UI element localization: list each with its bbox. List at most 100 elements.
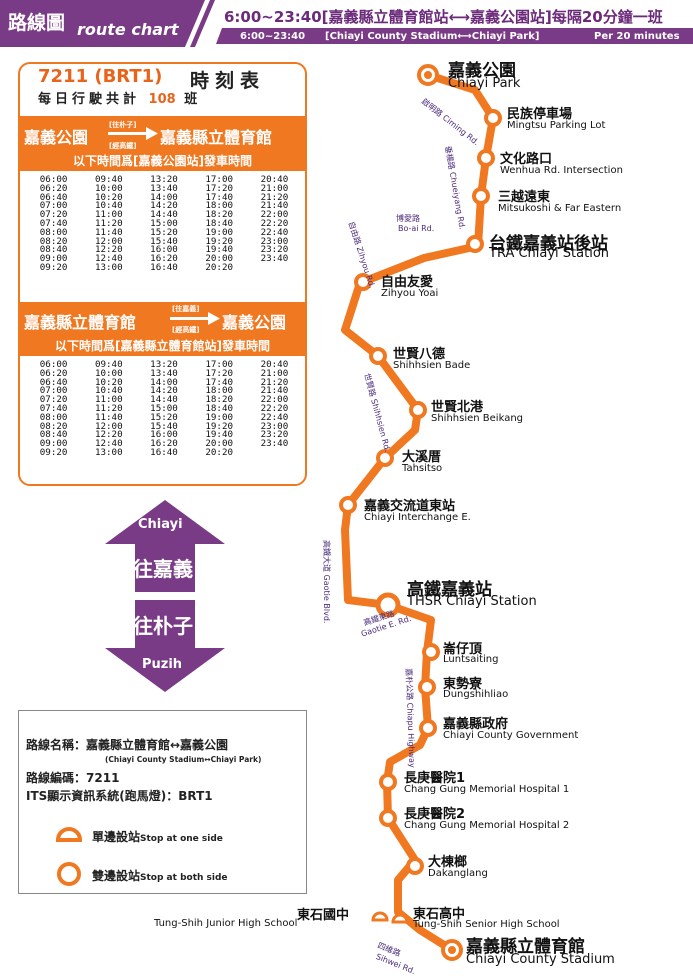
departure-time: 12:20 bbox=[94, 429, 123, 441]
departure-time: 11:00 bbox=[94, 209, 123, 221]
stop-marker bbox=[472, 187, 490, 205]
stop-label-zh: 世賢北港 bbox=[431, 400, 484, 415]
stop-label-en: Shihhsien Bade bbox=[393, 360, 471, 371]
road-label: 博愛路 bbox=[396, 214, 420, 223]
stop-marker bbox=[466, 235, 484, 253]
arrow-right-icon bbox=[108, 127, 158, 140]
timetable-daily-count: 每日行駛共計 108 班 bbox=[38, 92, 202, 107]
departure-time: 06:40 bbox=[39, 376, 68, 388]
departure-time: 19:40 bbox=[205, 244, 234, 256]
stop-marker bbox=[376, 449, 394, 467]
departure-time: 17:20 bbox=[205, 367, 234, 379]
direction-2-to: 嘉義公園 bbox=[222, 313, 287, 332]
legend-one-side: 單邊設站Stop at one side bbox=[92, 830, 223, 844]
stop-marker bbox=[354, 273, 372, 291]
departure-time: 16:00 bbox=[150, 244, 178, 256]
departure-time: 14:20 bbox=[150, 200, 178, 212]
departure-time: 06:40 bbox=[39, 191, 68, 203]
stop-marker bbox=[391, 913, 409, 924]
departure-time: 23:40 bbox=[260, 253, 289, 265]
stop-label-en: Chiayi Interchange E. bbox=[364, 512, 471, 523]
departure-time: 23:20 bbox=[260, 244, 289, 256]
direction-1-band bbox=[20, 116, 305, 171]
departure-time: 12:40 bbox=[94, 438, 123, 450]
stop-marker bbox=[379, 809, 397, 827]
departure-time: 22:20 bbox=[260, 217, 289, 229]
departure-time: 19:00 bbox=[205, 411, 234, 423]
departure-time: 14:40 bbox=[150, 209, 178, 221]
header-title-en: route chart bbox=[77, 20, 179, 39]
direction-1-via: [往朴子] bbox=[109, 121, 137, 129]
departure-time: 20:40 bbox=[260, 174, 289, 185]
direction-2-from: 嘉義縣立體育館 bbox=[24, 313, 137, 332]
departure-time: 17:40 bbox=[205, 191, 234, 203]
stop-label-en: Chiayi County Government bbox=[443, 730, 579, 741]
stop-label-zh: 大棟榔 bbox=[428, 855, 468, 870]
header-schedule: 6:00~23:40[嘉義縣立體育館站⟷嘉義公園站]每隔20分鐘一班 bbox=[224, 8, 663, 26]
direction-2-note: 以下時間爲[嘉義縣立體育館站]發車時間 bbox=[55, 339, 270, 353]
departure-time: 20:40 bbox=[260, 359, 289, 370]
departure-time: 23:00 bbox=[260, 420, 289, 432]
terminal-dot bbox=[424, 71, 432, 79]
departure-time: 08:20 bbox=[39, 235, 68, 247]
direction-2-band bbox=[20, 302, 305, 356]
stop-one-side-icon bbox=[56, 827, 82, 842]
arrow-down-label-zh: 往朴子 bbox=[133, 614, 193, 638]
departure-time: 13:40 bbox=[150, 182, 178, 194]
direction-1-via-thsr: [經高鐵] bbox=[109, 142, 137, 150]
stop-label-zh: 嘉義公園 bbox=[448, 61, 516, 81]
arrow-right-icon bbox=[170, 312, 220, 325]
arrow-down-puzih-icon bbox=[105, 600, 225, 692]
departure-time: 07:20 bbox=[39, 394, 68, 406]
departure-time: 17:00 bbox=[205, 359, 234, 370]
departure-time: 14:40 bbox=[150, 394, 178, 406]
departure-time: 21:00 bbox=[260, 182, 289, 194]
departure-time: 09:40 bbox=[94, 174, 123, 185]
departure-time: 08:00 bbox=[39, 226, 68, 238]
departure-time: 07:40 bbox=[39, 217, 68, 229]
departure-time: 07:00 bbox=[39, 385, 68, 397]
departure-time: 12:40 bbox=[94, 253, 123, 265]
stop-label-en: Chang Gung Memorial Hospital 2 bbox=[404, 820, 570, 831]
departure-time: 14:00 bbox=[150, 191, 178, 203]
departure-time: 21:20 bbox=[260, 191, 289, 203]
terminal-dot bbox=[448, 946, 456, 954]
departure-time: 13:20 bbox=[150, 174, 178, 185]
arrow-up-label-en: Chiayi bbox=[138, 517, 183, 532]
departure-time: 22:00 bbox=[260, 394, 289, 406]
stop-marker bbox=[406, 857, 424, 875]
stop-label-en: Zihyou Yoai bbox=[381, 288, 439, 299]
departure-time: 09:40 bbox=[94, 359, 123, 370]
departure-time: 14:20 bbox=[150, 385, 178, 397]
departure-time: 18:40 bbox=[205, 402, 234, 414]
departure-time: 20:20 bbox=[205, 261, 234, 273]
timetable-panel bbox=[18, 62, 307, 486]
arrow-up-label-zh: 往嘉義 bbox=[133, 557, 193, 581]
departure-time: 12:20 bbox=[94, 244, 123, 256]
departure-time: 10:20 bbox=[94, 191, 123, 203]
departure-time: 17:20 bbox=[205, 182, 234, 194]
stop-label-en: Shihhsien Beikang bbox=[431, 413, 524, 424]
departure-time: 07:20 bbox=[39, 209, 68, 221]
stop-label-en: TRA Chiayi Station bbox=[489, 246, 610, 261]
departure-time: 21:20 bbox=[260, 376, 289, 388]
departure-time: 19:20 bbox=[205, 420, 234, 432]
stop-label-zh: 崙仔頂 bbox=[443, 642, 483, 657]
stop-label-en: Mingtsu Parking Lot bbox=[507, 120, 606, 131]
departure-time: 09:00 bbox=[39, 253, 68, 265]
departure-time: 18:00 bbox=[205, 200, 234, 212]
departure-time: 15:40 bbox=[150, 420, 178, 432]
stop-label-zh: 長庚醫院2 bbox=[404, 807, 466, 822]
departure-time: 13:00 bbox=[94, 261, 123, 273]
departure-time: 10:40 bbox=[94, 385, 123, 397]
departure-time: 18:20 bbox=[205, 394, 234, 406]
departure-time: 21:40 bbox=[260, 385, 289, 397]
stop-marker bbox=[369, 347, 387, 365]
stop-marker bbox=[379, 773, 397, 791]
departure-time: 11:40 bbox=[94, 411, 123, 423]
departure-time: 22:00 bbox=[260, 209, 289, 221]
timetable-route-code: 7211 (BRT1) bbox=[38, 66, 163, 87]
stop-label-en: Tung-Shih Senior High School bbox=[413, 919, 560, 930]
departure-time: 14:00 bbox=[150, 376, 178, 388]
stop-label-zh: 高鐵嘉義站 bbox=[407, 580, 492, 600]
